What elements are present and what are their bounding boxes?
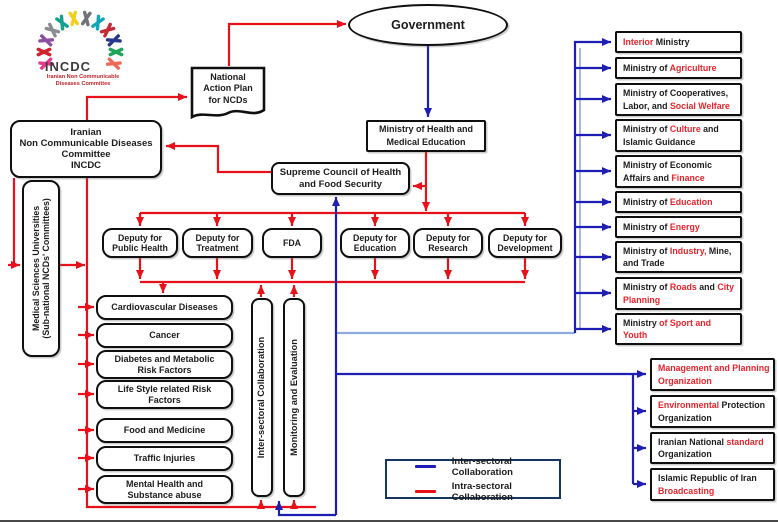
legend-blue-line-sample [415, 464, 436, 469]
ministry-box: Ministry of Agriculture [615, 57, 742, 79]
ministry-box: Ministry of Energy [615, 216, 742, 238]
node-supreme-council: Supreme Council of Health and Food Secur… [271, 162, 410, 195]
wire-incdc-to-actionplan [85, 93, 187, 120]
node-incdc-committee: Iranian Non Communicable Diseases Commit… [10, 120, 162, 178]
document-shape [190, 66, 266, 120]
disease-box: Cardiovascular Diseases [96, 295, 233, 320]
disease-box: Traffic Injuries [96, 446, 233, 471]
node-intersectoral-collaboration: Inter-sectoral Collaboration [251, 298, 273, 497]
ministry-box: Interior Ministry [615, 31, 742, 53]
ribbon-arc-graphic [36, 10, 124, 70]
deputy-box: FDA [262, 228, 322, 258]
logo-acronym: INCDC [44, 59, 92, 74]
disease-box: Food and Medicine [96, 418, 233, 443]
organization-box: Islamic Republic of Iran Broadcasting [650, 468, 775, 501]
intra-sectoral-wires [8, 20, 529, 509]
ministry-box: Ministry of Roads and City Planning [615, 277, 742, 310]
inter-sectoral-wires [275, 38, 646, 517]
ribbon-icon [108, 47, 124, 57]
ribbon-icon [105, 34, 122, 47]
legend-row-intrasectoral: Intra-sectoral Collaboration [415, 481, 559, 503]
wire-council-to-incdc [166, 142, 271, 174]
wire-ministry-trunk [573, 38, 611, 333]
wire-left-trunk [85, 178, 316, 509]
node-ministry-of-health: Ministry of Health and Medical Education [366, 120, 486, 152]
logo-subtitle-line1: Iranian Non Communicable [46, 74, 120, 80]
ministry-box: Ministry of Sport and Youth [615, 313, 742, 345]
ribbon-icon [91, 14, 105, 31]
organization-box: Management and Planning Organization [650, 358, 775, 391]
image-bottom-border [0, 520, 778, 522]
ribbon-icon [38, 57, 55, 70]
disease-box: Cancer [96, 323, 233, 348]
organization-box: Environmental Protection Organization [650, 395, 775, 428]
logo-subtitle-line2: Diseases Committee [55, 81, 111, 87]
legend-red-line-sample [415, 489, 436, 494]
ribbon-icon [44, 22, 61, 38]
organization-box: Iranian National standard Organization [650, 432, 775, 464]
ribbon-icon [38, 34, 55, 47]
ribbon-icon [80, 10, 92, 27]
node-monitoring-evaluation: Monitoring and Evaluation [283, 298, 305, 497]
ribbon-icon [99, 22, 116, 38]
node-government: Government [348, 4, 508, 46]
ministry-box: Ministry of Culture and Islamic Guidance [615, 119, 742, 152]
legend-row-intersectoral: Inter-sectoral Collaboration [415, 456, 559, 478]
node-national-action-plan: National Action Plan for NCDs [190, 66, 266, 122]
ministry-box: Ministry of Industry, Mine, and Trade [615, 241, 742, 273]
ribbon-icon [105, 57, 122, 70]
legend: Inter-sectoral Collaboration Intra-secto… [385, 456, 561, 503]
ministry-box: Ministry of Cooperatives, Labor, and Soc… [615, 83, 742, 116]
ribbon-icon [68, 10, 80, 27]
ministry-box: Ministry of Education [615, 191, 742, 213]
wire-actionplan-to-government [227, 20, 346, 66]
incdc-logo: INCDC Iranian Non Communicable Diseases … [8, 2, 158, 102]
node-medical-sciences-universities: Medical Sciences Universities (Sub-natio… [22, 180, 60, 357]
ministry-box: Ministry of Economic Affairs and Finance [615, 155, 742, 188]
ribbon-icon [55, 14, 69, 31]
ribbon-icon [36, 47, 52, 57]
